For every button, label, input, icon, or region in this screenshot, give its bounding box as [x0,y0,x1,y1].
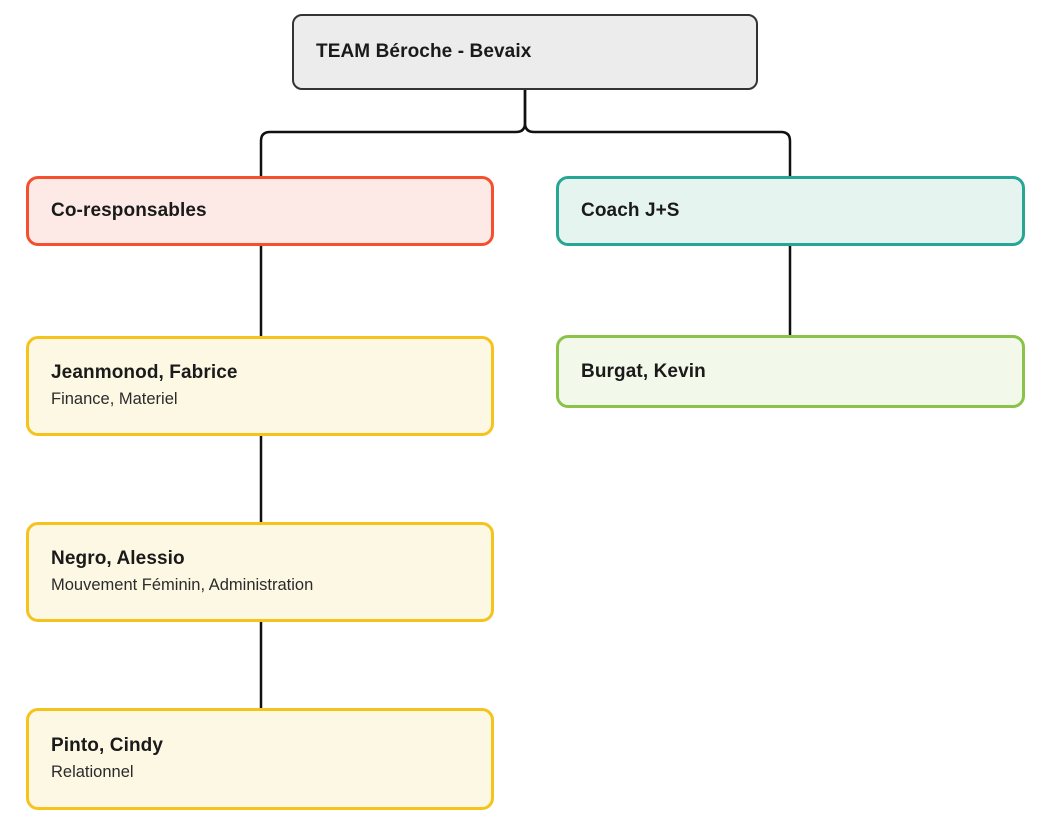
node-negro-alessio: Negro, Alessio Mouvement Féminin, Admini… [26,522,494,622]
node-subtitle: Finance, Materiel [51,390,178,409]
node-subtitle: Relationnel [51,763,134,782]
node-title: TEAM Béroche - Bevaix [316,41,532,63]
node-title: Negro, Alessio [51,547,185,569]
node-burgat-kevin: Burgat, Kevin [556,335,1025,408]
node-title: Jeanmonod, Fabrice [51,361,238,383]
node-title: Co-responsables [51,200,207,222]
node-team-root: TEAM Béroche - Bevaix [292,14,758,90]
node-pinto-cindy: Pinto, Cindy Relationnel [26,708,494,810]
node-jeanmonod-fabrice: Jeanmonod, Fabrice Finance, Materiel [26,336,494,436]
node-title: Burgat, Kevin [581,360,706,382]
node-title: Pinto, Cindy [51,734,164,756]
connector-root-to-right [523,90,792,176]
connector-root-to-left [259,90,527,176]
node-title: Coach J+S [581,200,680,222]
node-coach-js: Coach J+S [556,176,1025,246]
node-subtitle: Mouvement Féminin, Administration [51,576,314,595]
node-co-responsables: Co-responsables [26,176,494,246]
